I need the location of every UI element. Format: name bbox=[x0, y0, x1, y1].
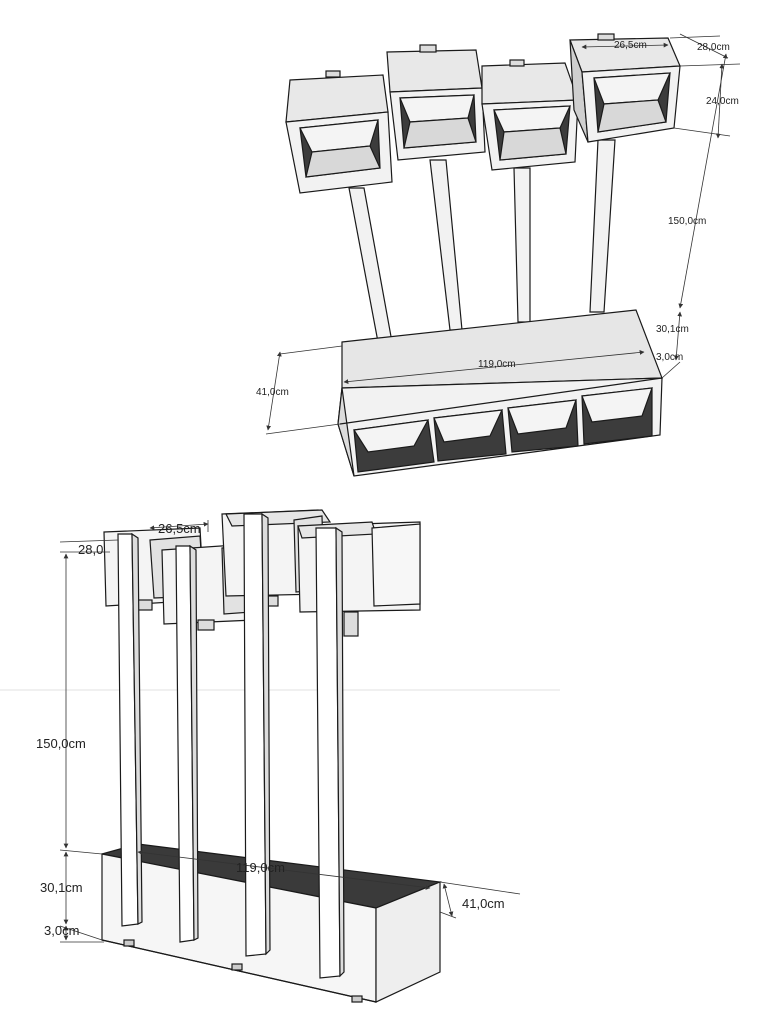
top-view-poles bbox=[348, 139, 616, 343]
top-dim-bench-width: 119,0cm bbox=[478, 359, 516, 370]
top-dim-bench-depth: 41,0cm bbox=[256, 387, 289, 398]
top-dim-total-height: 150,0cm bbox=[668, 216, 706, 227]
front-dim-bench-height: 30,1cm bbox=[40, 880, 83, 895]
top-dim-cube-width: 26,5cm bbox=[614, 40, 647, 51]
top-cube-3 bbox=[481, 59, 579, 171]
top-view-dimension-labels: 26,5cm 28,0cm 24,0cm 150,0cm 30,1cm 3,0c… bbox=[256, 40, 739, 398]
top-dim-cube-depth: 28,0cm bbox=[697, 42, 730, 53]
front-dim-bench-depth: 41,0cm bbox=[462, 896, 505, 911]
front-dim-total-height: 150,0cm bbox=[36, 736, 86, 751]
front-bench bbox=[101, 843, 443, 1003]
top-view-drawing bbox=[285, 33, 681, 477]
top-pole-3 bbox=[513, 167, 531, 323]
top-pole-2 bbox=[429, 159, 463, 331]
front-view-drawing bbox=[101, 509, 443, 1003]
front-dim-foot-height: 3,0cm bbox=[44, 923, 79, 938]
top-dim-cube-height: 24,0cm bbox=[706, 96, 739, 107]
top-cube-1 bbox=[285, 70, 393, 194]
top-pole-1 bbox=[348, 187, 393, 343]
top-dim-foot-height: 3,0cm bbox=[656, 352, 683, 363]
top-dim-bench-height: 30,1cm bbox=[656, 324, 689, 335]
top-bench-lid bbox=[341, 309, 663, 389]
top-cube-2 bbox=[386, 44, 486, 161]
front-dim-bench-width: 119,0cm bbox=[236, 860, 285, 875]
front-dim-cube-width: 26,5cm bbox=[158, 521, 201, 536]
top-pole-4 bbox=[589, 139, 616, 313]
top-view-dimension-lines bbox=[265, 33, 741, 435]
front-bench-side bbox=[375, 881, 441, 1003]
front-view-dimension-labels: 26,5cm 28,0 150,0cm 30,1cm 3,0cm 119,0cm… bbox=[36, 521, 505, 938]
front-view-dimension-lines bbox=[59, 520, 521, 943]
front-dim-cube-depth: 28,0 bbox=[78, 542, 103, 557]
